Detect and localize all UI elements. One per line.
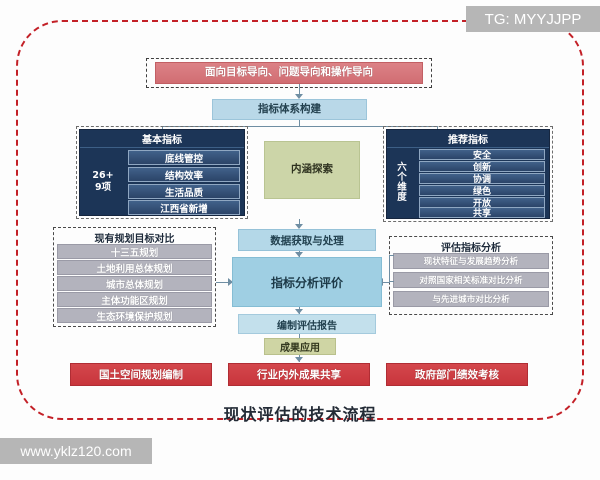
basic-indicator-item-2[interactable]: 生活品质 (128, 184, 240, 199)
arrow-application-down (295, 357, 303, 362)
basic-indicator-item-3[interactable]: 江西省新增 (128, 200, 240, 215)
flow-result-application: 成果应用 (264, 338, 336, 355)
connector-system-left-drop (162, 126, 163, 130)
basic-indicator-panel: 基本指标 26+ 9项 底线管控 结构效率 生活品质 江西省新增 (79, 129, 245, 216)
recommended-indicator-item-0[interactable]: 安全 (419, 149, 545, 161)
existing-plan-item-4[interactable]: 生态环境保护规划 (57, 308, 212, 323)
outcome-box-0[interactable]: 国土空间规划编制 (70, 363, 212, 386)
existing-plan-item-0[interactable]: 十三五规划 (57, 244, 212, 259)
watermark-bottom-left: www.yklz120.com (0, 438, 152, 464)
connector-evaluation-tap-1 (389, 281, 394, 282)
evaluation-item-0[interactable]: 现状特征与发展趋势分析 (393, 253, 549, 269)
basic-indicator-count-tag: 26+ 9项 (84, 151, 122, 213)
recommended-indicator-header: 推荐指标 (387, 130, 549, 148)
flow-report-compilation: 编制评估报告 (238, 314, 376, 334)
basic-indicator-item-1[interactable]: 结构效率 (128, 167, 240, 182)
existing-plan-dashed-frame (53, 227, 216, 327)
recommended-indicator-item-2[interactable]: 协调 (419, 173, 545, 185)
outcome-box-1[interactable]: 行业内外成果共享 (228, 363, 370, 386)
basic-indicator-count-line2: 9项 (94, 182, 112, 193)
connector-system-right-drop (437, 126, 438, 130)
basic-indicator-count-line1: 26+ (92, 170, 114, 182)
arrow-banner-to-system (295, 94, 303, 99)
diagram-title: 现状评估的技术流程 (223, 405, 377, 424)
watermark-top-right: TG: MYYJJPP (466, 6, 600, 32)
connector-report-to-application (299, 334, 300, 339)
connector-evaluation-bus (389, 255, 390, 281)
flow-indicator-analysis: 指标分析评价 (232, 257, 382, 307)
core-concept-box: 内涵探索 (264, 141, 360, 199)
connector-system-down (299, 120, 300, 126)
connector-existing-to-analysis (216, 282, 234, 283)
top-banner-box: 面向目标导向、问题导向和操作导向 (155, 62, 423, 84)
existing-plan-panel: 现有规划目标对比 十三五规划 土地利用总体规划 城市总体规划 主体功能区规划 生… (57, 230, 212, 324)
recommended-indicator-dimension-tag: 六个维度 (397, 162, 407, 203)
existing-plan-item-2[interactable]: 城市总体规划 (57, 276, 212, 291)
connector-evaluation-tap-0 (389, 255, 394, 256)
existing-plan-item-3[interactable]: 主体功能区规划 (57, 292, 212, 307)
top-banner-dashed-frame (146, 58, 432, 88)
connector-indicators-to-data (299, 219, 300, 228)
connector-banner-to-system (299, 84, 300, 97)
arrow-analysis-to-report (295, 309, 303, 314)
arrow-existing-to-analysis (228, 278, 233, 286)
recommended-indicator-item-1[interactable]: 创新 (419, 161, 545, 173)
basic-indicator-header: 基本指标 (80, 130, 244, 148)
evaluation-panel: 评估指标分析 现状特征与发展趋势分析 对照国家相关标准对比分析 与先进城市对比分… (393, 239, 549, 312)
recommended-indicator-dashed-frame (383, 126, 553, 222)
flow-data-acquisition: 数据获取与处理 (238, 229, 376, 251)
system-build-box: 指标体系构建 (212, 99, 367, 120)
connector-evaluation-to-analysis (382, 282, 390, 283)
evaluation-item-2[interactable]: 与先进城市对比分析 (393, 291, 549, 307)
arrow-indicators-to-data (295, 224, 303, 229)
recommended-indicator-item-3[interactable]: 绿色 (419, 185, 545, 197)
outcome-box-2[interactable]: 政府部门绩效考核 (386, 363, 528, 386)
basic-indicator-item-0[interactable]: 底线管控 (128, 150, 240, 165)
connector-system-bracket (162, 126, 437, 127)
basic-indicator-dashed-frame (76, 126, 248, 219)
arrow-data-to-analysis (295, 252, 303, 257)
recommended-indicator-item-5[interactable]: 共享 (419, 207, 545, 219)
existing-plan-item-1[interactable]: 土地利用总体规划 (57, 260, 212, 275)
existing-plan-header: 现有规划目标对比 (94, 234, 175, 245)
evaluation-header: 评估指标分析 (441, 243, 501, 254)
evaluation-item-1[interactable]: 对照国家相关标准对比分析 (393, 272, 549, 288)
recommended-indicator-panel: 推荐指标 六个维度 安全 创新 协调 绿色 开放 共享 (386, 129, 550, 219)
